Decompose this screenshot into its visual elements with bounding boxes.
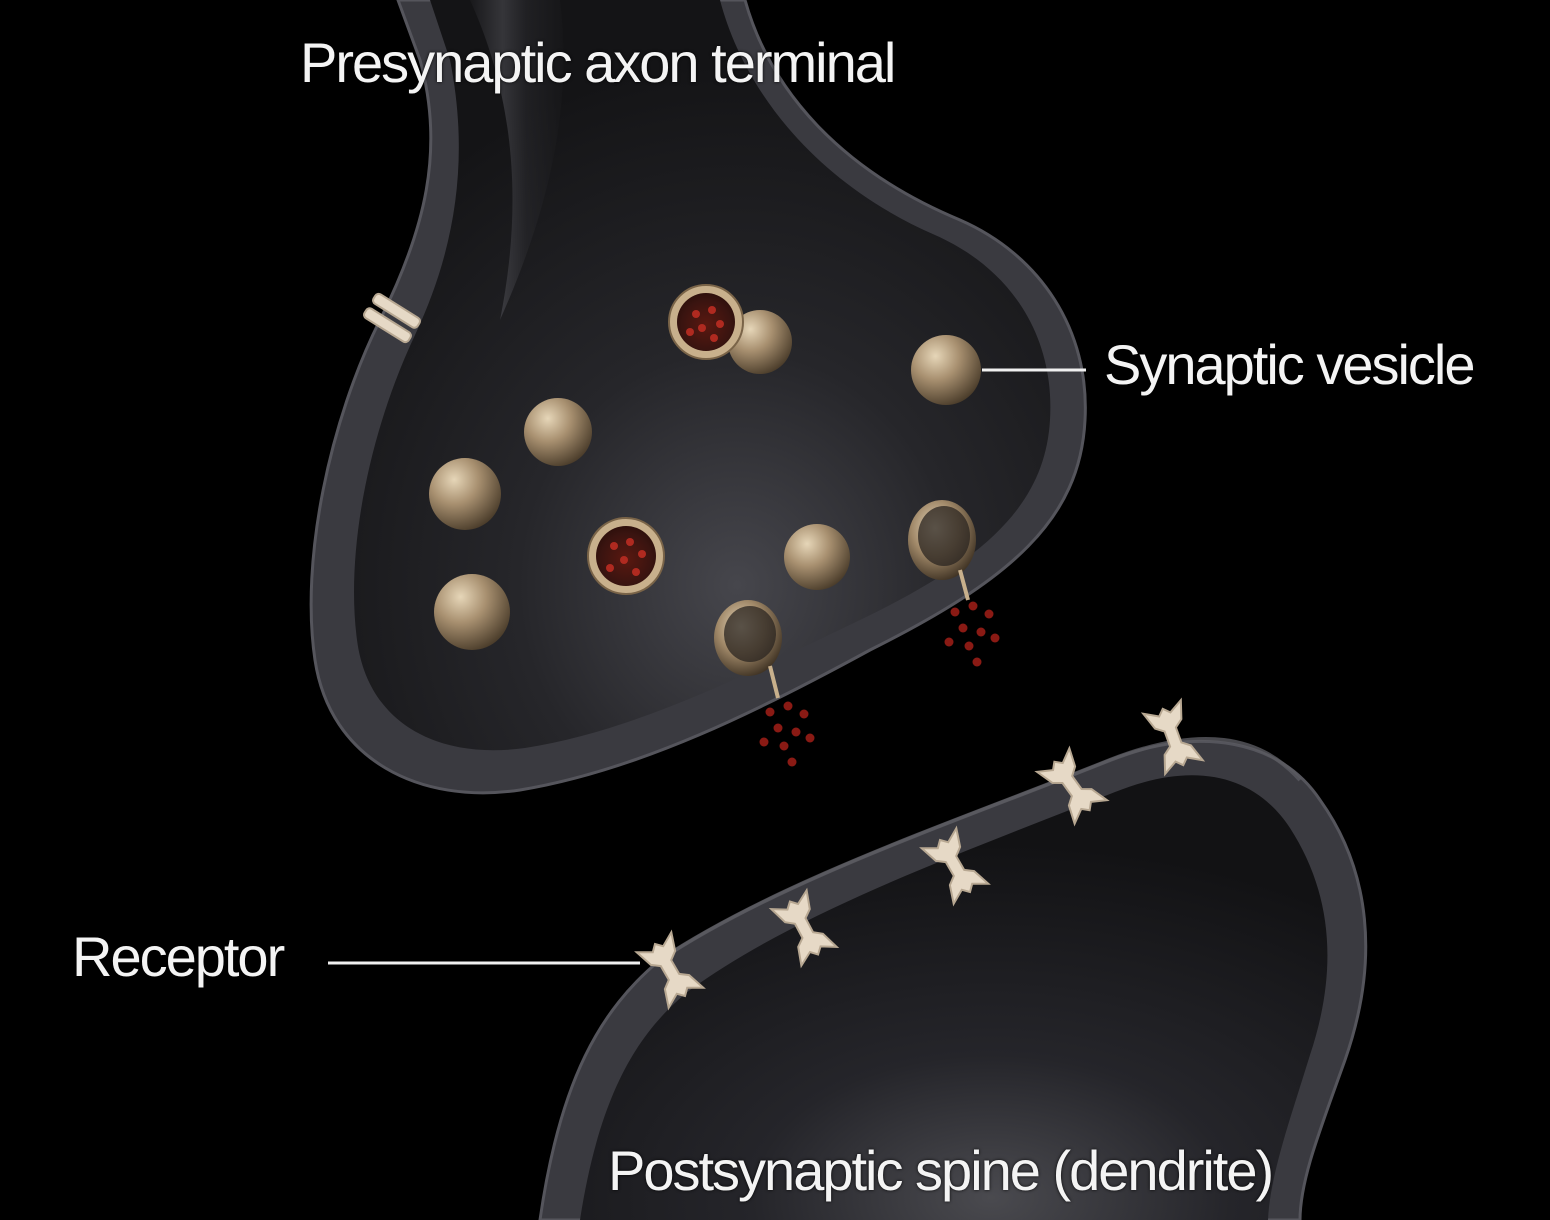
synaptic-vesicle [524,398,592,466]
postsynaptic-spine [538,736,1368,1220]
open-vesicle [668,284,744,360]
synaptic-vesicle [429,458,501,530]
fusing-vesicle [714,600,782,699]
synaptic-vesicle-label: Synaptic vesicle [1104,333,1476,396]
synaptic-vesicle [728,310,792,374]
synaptic-vesicles [429,310,981,650]
synaptic-vesicle [784,524,850,590]
ion-channel [363,292,421,344]
receptor-label: Receptor [72,925,285,988]
synaptic-vesicle [434,574,510,650]
open-vesicle [587,517,665,595]
neurotransmitter-cluster [944,601,1000,667]
postsynaptic-label: Postsynaptic spine (dendrite) [608,1139,1274,1202]
synaptic-vesicle [911,335,981,405]
presynaptic-label: Presynaptic axon terminal [300,31,896,94]
fusing-vesicle [908,500,976,601]
presynaptic-terminal [309,0,1087,795]
neurotransmitter-cluster [759,701,815,767]
